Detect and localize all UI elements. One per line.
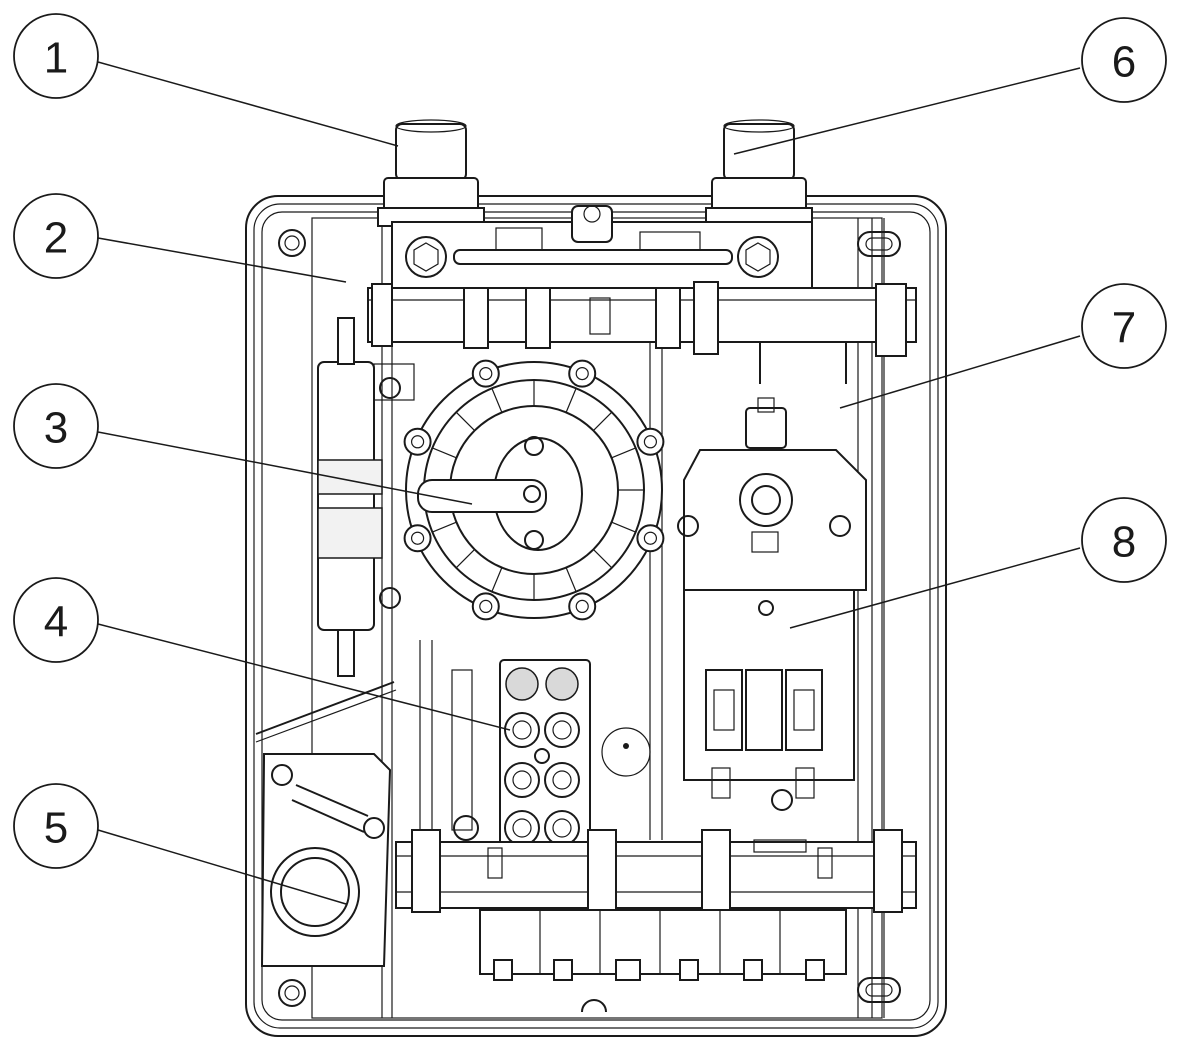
flange-rib [592,411,613,432]
callout-6: 6 [1081,17,1167,103]
leader-7 [839,335,1081,409]
leader-5 [97,829,347,905]
callout-1: 1 [13,13,99,99]
flange-rib [432,521,457,533]
flange-screw [568,359,597,388]
leader-2 [97,237,347,283]
leader-3 [97,431,473,505]
pressure-switch [677,397,867,811]
flange-rib [611,521,636,533]
flange-screw [636,427,665,456]
callout-5: 5 [13,783,99,869]
mounting-slot [857,231,901,257]
callout-7: 7 [1081,283,1167,369]
flange-screw [636,524,665,553]
leader-4 [97,623,511,731]
svg-text:3: 3 [44,404,68,453]
flange-screw [568,592,597,621]
flange-screw [403,427,432,456]
callout-4: 4 [13,577,99,663]
svg-text:5: 5 [44,804,68,853]
svg-text:7: 7 [1112,304,1136,353]
bottom-cells [479,909,847,981]
leader-8 [789,547,1081,629]
mounting-hole [278,979,306,1007]
flange-rib [432,447,457,459]
flange-screw [403,524,432,553]
flange-rib [491,388,503,413]
leader-6 [733,67,1081,155]
terminal-block [451,659,651,853]
flange-rib [491,567,503,592]
flange-rib [565,388,577,413]
flange-rib [455,548,476,569]
svg-text:2: 2 [44,214,68,263]
lower-manifold [395,815,917,913]
water-outlet-fitting [705,119,813,227]
svg-text:1: 1 [44,34,68,83]
flange-rib [611,447,636,459]
callout-3: 3 [13,383,99,469]
svg-text:8: 8 [1112,518,1136,567]
cable-entry [255,681,397,967]
water-inlet-fitting [377,119,485,227]
upper-crossbar [367,281,917,384]
callout-2: 2 [13,193,99,279]
mounting-slot [857,977,901,1003]
svg-text:6: 6 [1112,38,1136,87]
callout-8: 8 [1081,497,1167,583]
flange-rib [565,567,577,592]
thermal-cutout [317,317,415,677]
leader-lines [97,61,1081,905]
flange-screw [471,592,500,621]
leader-1 [97,61,399,147]
flange-rib [455,411,476,432]
svg-text:4: 4 [44,598,68,647]
flange-rib [592,548,613,569]
flange-screw [471,359,500,388]
heating-element-flange [403,359,665,621]
mounting-hole [278,229,306,257]
